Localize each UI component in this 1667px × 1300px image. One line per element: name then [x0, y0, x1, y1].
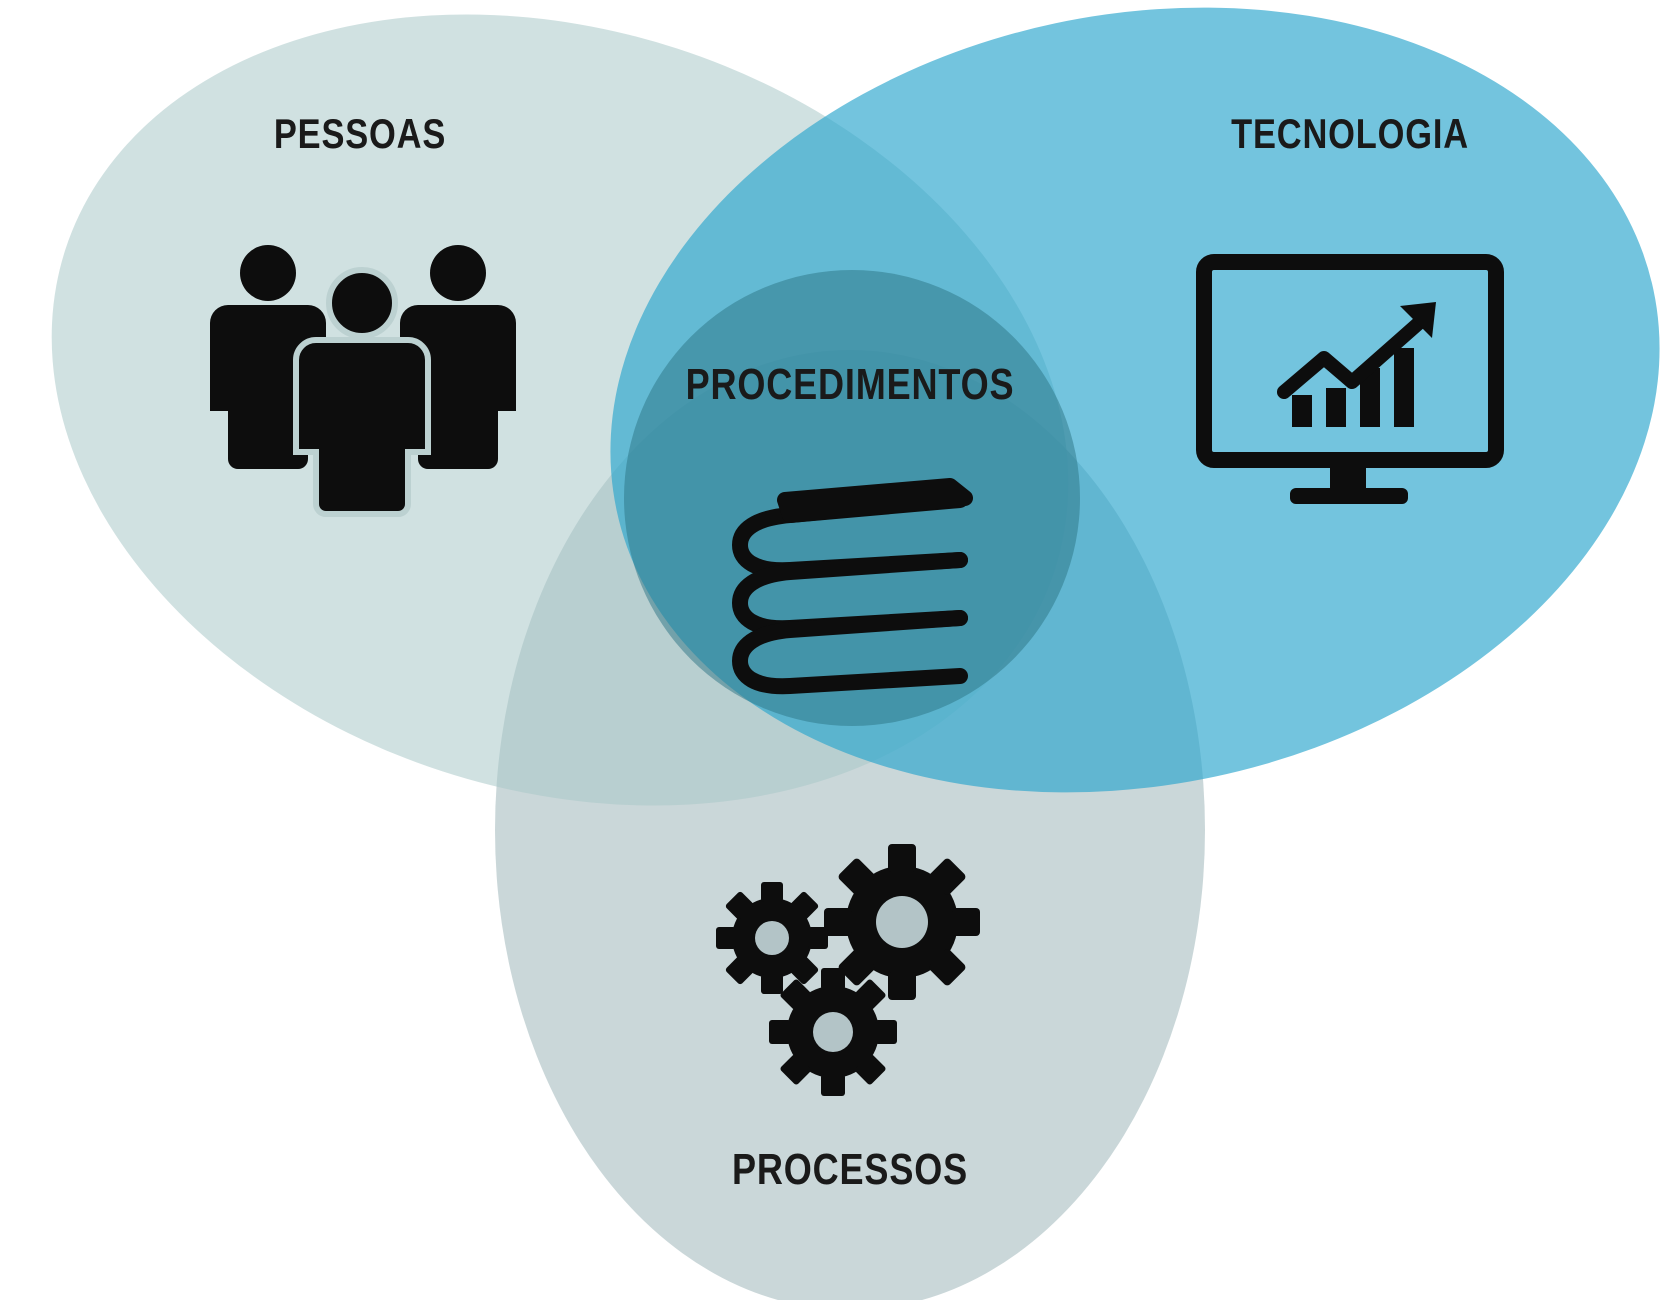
people-group-icon	[210, 245, 516, 517]
technology-label: TECNOLOGIA	[1231, 110, 1469, 157]
monitor-chart-icon	[1196, 254, 1504, 504]
people-label: PESSOAS	[273, 110, 447, 157]
gears-icon	[716, 844, 980, 1096]
processes-label: PROCESSOS	[732, 1145, 968, 1194]
book-stack-icon	[732, 478, 973, 695]
procedures-label: PROCEDIMENTOS	[685, 360, 1015, 409]
